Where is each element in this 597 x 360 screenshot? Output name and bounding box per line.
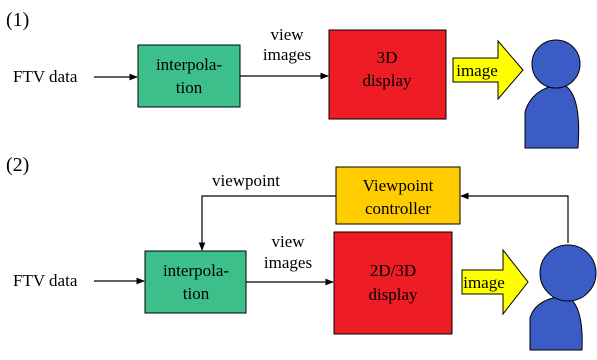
panel-2-viewpoint-label: viewpoint: [212, 171, 280, 190]
panel-2-label: (2): [6, 154, 29, 176]
panel-2-input-label: FTV data: [13, 271, 78, 290]
panel-1-viewer-body: [524, 83, 580, 149]
panel-1-interpolation-line-2: tion: [176, 78, 203, 97]
panel-2: (2) Viewpoint controller viewpoint FTV d…: [6, 154, 597, 351]
panel-2-image-label: image: [463, 273, 505, 292]
panel-2-viewer-body: [529, 295, 583, 351]
panel-2-interpolation-line-1: interpola-: [163, 261, 229, 280]
panel-1-interpolation-line-1: interpola-: [156, 55, 222, 74]
panel-1-display-line-1: 3D: [377, 48, 398, 67]
panel-1-label: (1): [6, 9, 29, 31]
panel-1-image-arrow: [452, 39, 524, 101]
panel-1-interpolation-box: [137, 44, 241, 108]
panel-2-viewpoint-arrow: [198, 195, 336, 251]
panel-1: (1) FTV data interpola- tion view images…: [6, 9, 581, 149]
panel-2-view-label-line-2: images: [264, 253, 312, 272]
panel-2-viewer-head: [539, 244, 597, 302]
panel-1-view-label-line-2: images: [263, 45, 311, 64]
panel-1-viewer-person-icon: [524, 39, 581, 149]
panel-2-interpolation-box: [144, 250, 247, 314]
panel-2-viewer-person-icon: [529, 244, 597, 351]
panel-2-view-label-line-1: view: [271, 232, 305, 251]
panel-1-display-box: [328, 29, 447, 120]
panel-1-image-label: image: [456, 61, 498, 80]
panel-2-feedback-arrow: [460, 192, 569, 243]
panel-1-input-label: FTV data: [13, 67, 78, 86]
panel-2-display-box: [333, 231, 453, 335]
panel-1-viewer-head: [531, 39, 581, 89]
panel-1-display-line-2: display: [362, 71, 412, 90]
panel-2-controller-line-1: Viewpoint: [363, 176, 434, 195]
panel-2-controller-line-2: controller: [365, 199, 431, 218]
panel-2-display-line-1: 2D/3D: [370, 261, 416, 280]
panel-2-interpolation-line-2: tion: [183, 284, 210, 303]
panel-1-view-label-line-1: view: [270, 25, 304, 44]
panel-2-viewpoint-controller-box: [335, 166, 461, 225]
panel-2-display-line-2: display: [368, 285, 418, 304]
panel-2-image-arrow: [461, 248, 529, 316]
